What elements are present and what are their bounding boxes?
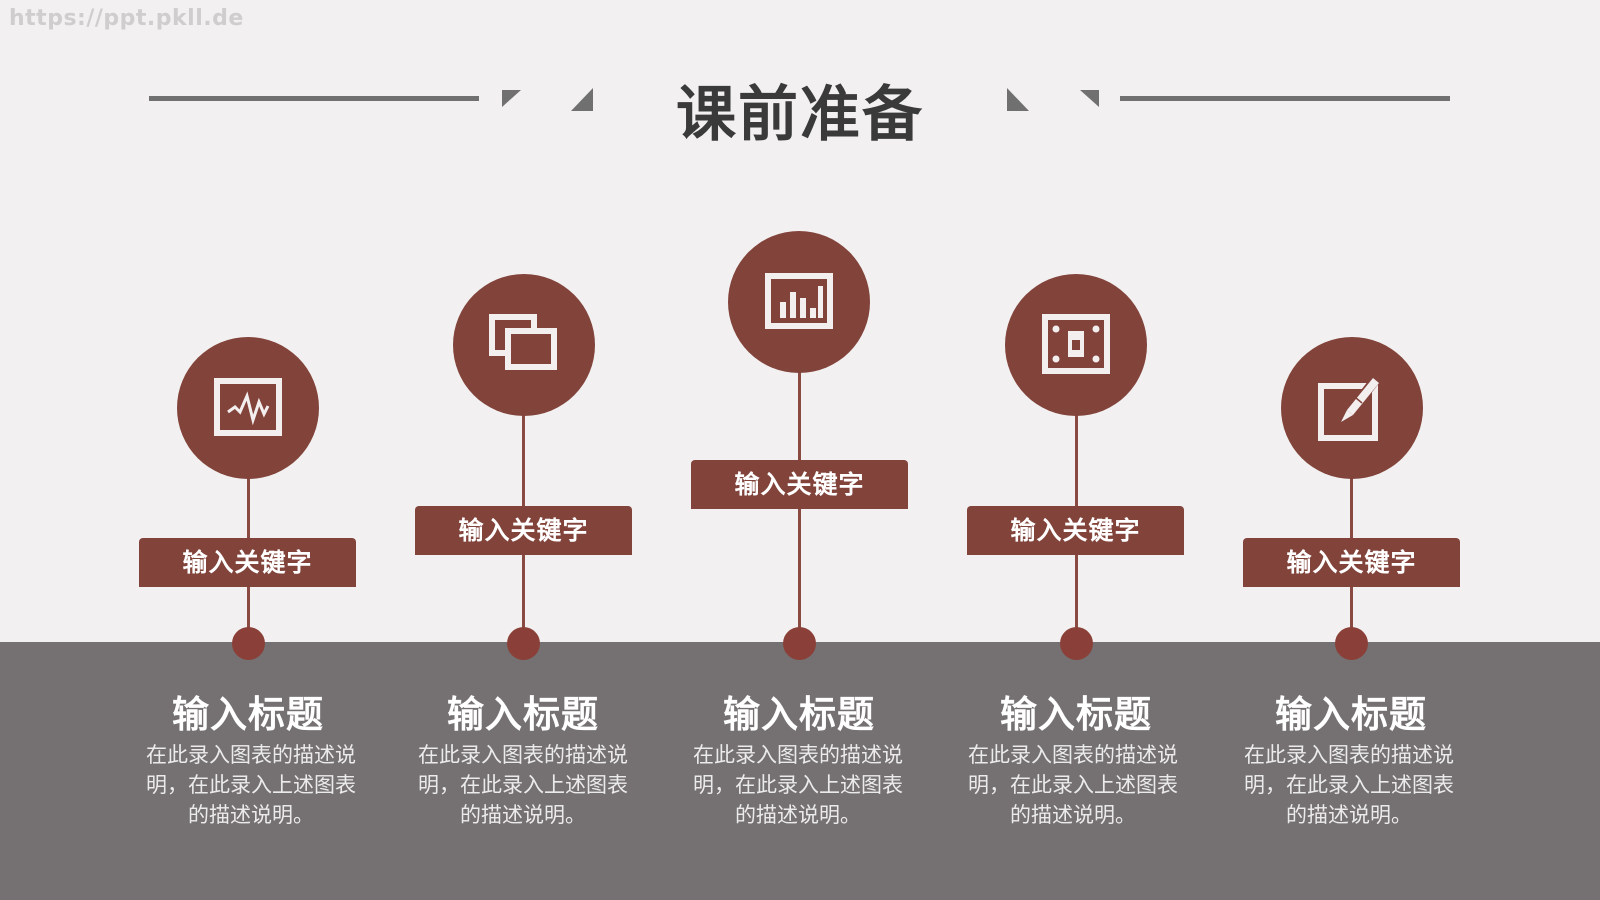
keyword-label: 输入关键字	[139, 538, 356, 587]
timeline-dot	[1060, 627, 1093, 660]
triangle-left-1	[502, 90, 521, 107]
item-title: 输入标题	[1000, 693, 1152, 736]
item-title: 输入标题	[723, 693, 875, 736]
edit-pencil-icon	[1318, 376, 1380, 441]
keyword-label: 输入关键字	[1243, 538, 1460, 587]
watermark-url: https://ppt.pkll.de	[9, 6, 244, 31]
keyword-label: 输入关键字	[967, 506, 1184, 555]
item-title: 输入标题	[172, 693, 324, 736]
item-description: 在此录入图表的描述说明，在此录入上述图表的描述说明。	[968, 743, 1178, 827]
item-description: 在此录入图表的描述说明，在此录入上述图表的描述说明。	[146, 743, 356, 827]
keyword-label: 输入关键字	[415, 506, 632, 555]
icon-circle	[177, 337, 319, 479]
monitor-pulse-icon	[214, 378, 282, 436]
item-title: 输入标题	[1275, 693, 1427, 736]
icon-circle	[1281, 337, 1423, 479]
bottom-band	[0, 642, 1600, 900]
bar-chart-icon	[765, 273, 833, 329]
item-description: 在此录入图表的描述说明，在此录入上述图表的描述说明。	[693, 743, 903, 827]
triangle-right-2	[1080, 90, 1099, 107]
keyword-label: 输入关键字	[691, 460, 908, 509]
timeline-dot	[232, 627, 265, 660]
timeline-dot	[783, 627, 816, 660]
windows-icon	[489, 314, 557, 370]
item-title: 输入标题	[447, 693, 599, 736]
triangle-right-1	[1007, 88, 1029, 111]
timeline-dot	[507, 627, 540, 660]
icon-circle	[453, 274, 595, 416]
page-title: 课前准备	[676, 80, 924, 150]
timeline-dot	[1335, 627, 1368, 660]
device-frame-icon	[1042, 314, 1110, 374]
item-description: 在此录入图表的描述说明，在此录入上述图表的描述说明。	[1244, 743, 1454, 827]
icon-circle	[1005, 274, 1147, 416]
item-description: 在此录入图表的描述说明，在此录入上述图表的描述说明。	[418, 743, 628, 827]
icon-circle	[728, 231, 870, 373]
triangle-left-2	[571, 88, 593, 111]
header-line-left	[149, 96, 479, 101]
header-line-right	[1120, 96, 1450, 101]
